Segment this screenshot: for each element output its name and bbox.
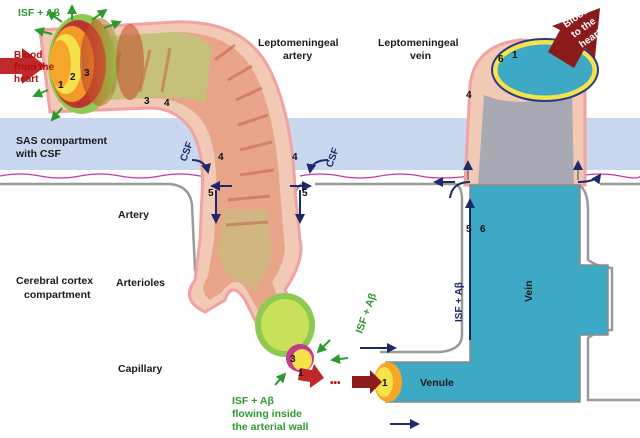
isf-bottom-line1: ISF + Aβ (232, 395, 274, 407)
lepto-artery-line2: artery (283, 50, 312, 62)
vein-grey (478, 92, 574, 185)
num-vein-5: 5 (466, 224, 472, 235)
meninges-line-mid (299, 173, 471, 179)
blood-in-arrow (0, 48, 46, 84)
num-ring3: 3 (84, 68, 90, 79)
navy-arrows (191, 159, 602, 429)
num-csf-left-4: 4 (218, 152, 224, 163)
num-3b: 3 (144, 96, 150, 107)
num-vein-1: 1 (512, 50, 518, 61)
capillary-dots: ••• (330, 378, 341, 389)
num-cap-3: 3 (290, 354, 296, 365)
meninges-line-left (0, 173, 241, 179)
artery-label: Artery (118, 209, 149, 221)
sas-label-line1: SAS compartment (16, 135, 108, 147)
blood-out-arrow (548, 8, 600, 68)
num-csf-right-5: 5 (302, 188, 308, 199)
blood-from-heart-line3: heart (14, 74, 39, 85)
isf-bottom-line2: flowing inside (232, 408, 302, 420)
num-vein-6b: 6 (480, 224, 486, 235)
cortex-label-line2: compartment (24, 289, 91, 301)
blood-from-heart-line1: Blood (14, 50, 42, 61)
artery-green-layer-2 (218, 210, 272, 290)
num-4a: 4 (164, 98, 170, 109)
capillary-rings (255, 293, 315, 372)
num-ring2: 2 (70, 72, 76, 83)
num-csf-left-5: 5 (208, 188, 214, 199)
vein-lower (385, 184, 609, 403)
arterioles-label: Arterioles (116, 277, 165, 289)
num-venule-1: 1 (382, 378, 388, 389)
num-ring1: 1 (58, 80, 64, 91)
isf-vertical-label: ISF + Aβ (454, 282, 465, 322)
lepto-vein-line2: vein (410, 50, 431, 62)
blood-from-heart-line2: from the (14, 62, 54, 73)
num-csf-right-4: 4 (292, 152, 298, 163)
lepto-artery-line1: Leptomeningeal (258, 37, 339, 49)
green-arrows (32, 4, 349, 386)
num-vein-4: 4 (466, 90, 472, 101)
vein (385, 38, 609, 403)
lepto-vein-line1: Leptomeningeal (378, 37, 459, 49)
vein-label: Vein (523, 280, 535, 302)
venule-label: Venule (420, 377, 454, 389)
isf-top-label: ISF + Aβ (18, 7, 60, 19)
cortex-label-line1: Cerebral cortex (16, 275, 93, 287)
sas-label-line2: with CSF (15, 148, 61, 160)
num-vein-6: 6 (498, 54, 504, 65)
capillary-label: Capillary (118, 363, 163, 375)
capillary-blood-arrow (298, 364, 324, 388)
venule-opening (374, 362, 402, 402)
isf-right-label: ISF + Aβ (354, 291, 380, 335)
venule-blood-arrow (352, 370, 382, 394)
num-cap-1: 1 (298, 368, 304, 379)
meninges-line-right (579, 173, 640, 179)
grey-arrows (463, 160, 583, 180)
artery-wall-inner (55, 32, 285, 320)
artery-rings (48, 14, 144, 114)
isf-bottom-line3: the arterial wall (232, 421, 309, 433)
